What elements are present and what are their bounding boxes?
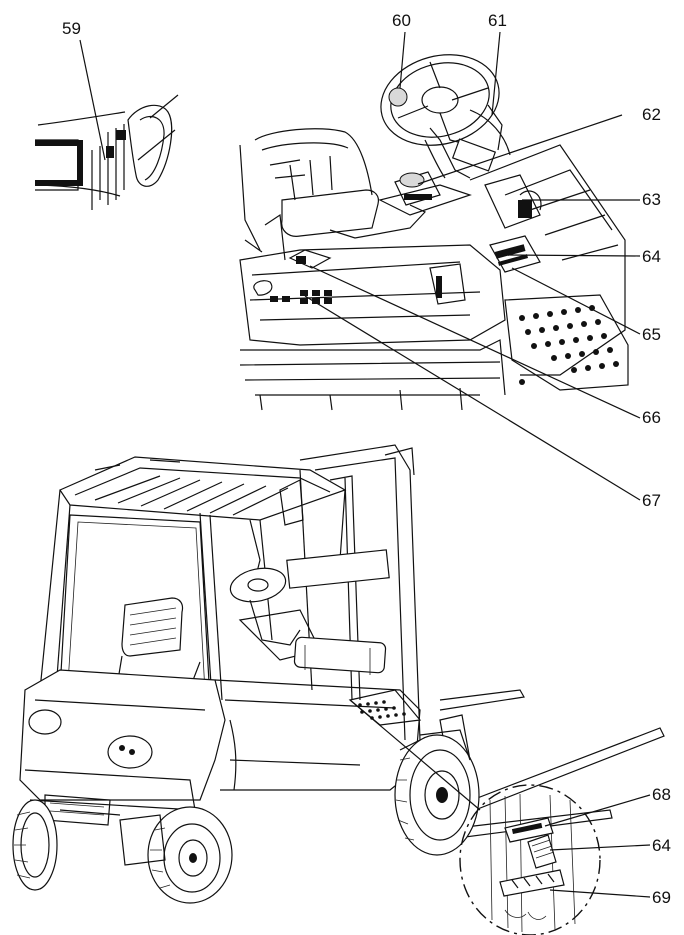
callout-69: 69 [652,888,671,907]
callout-68: 68 [652,785,671,804]
callout-63: 63 [642,190,661,209]
leader-lines [79,31,651,898]
control-joystick [378,171,472,216]
floor-plate [504,294,629,391]
truck-body [19,669,422,826]
callout-64-lower: 64 [652,836,671,855]
callout-62: 62 [642,105,661,124]
rear-wheel-left [12,799,58,891]
seat-lever-detail [35,94,179,210]
callout-66: 66 [642,408,661,427]
callout-65: 65 [642,325,661,344]
steering-wheel [380,54,500,146]
callout-60: 60 [392,11,411,30]
callout-61: 61 [488,11,507,30]
callout-59: 59 [62,19,81,38]
callout-67: 67 [642,491,661,510]
front-wheel [394,729,480,856]
forklift-full-view [12,444,665,904]
callout-labels: 59 60 61 62 63 64 65 66 67 68 64 69 [62,11,671,907]
seat-and-armrest [239,128,427,251]
operator-compartment-detail [239,54,629,411]
mast [279,444,421,751]
callout-64-upper: 64 [642,247,661,266]
pedal-detail-circle [459,784,601,935]
rear-wheel-right [147,806,233,904]
